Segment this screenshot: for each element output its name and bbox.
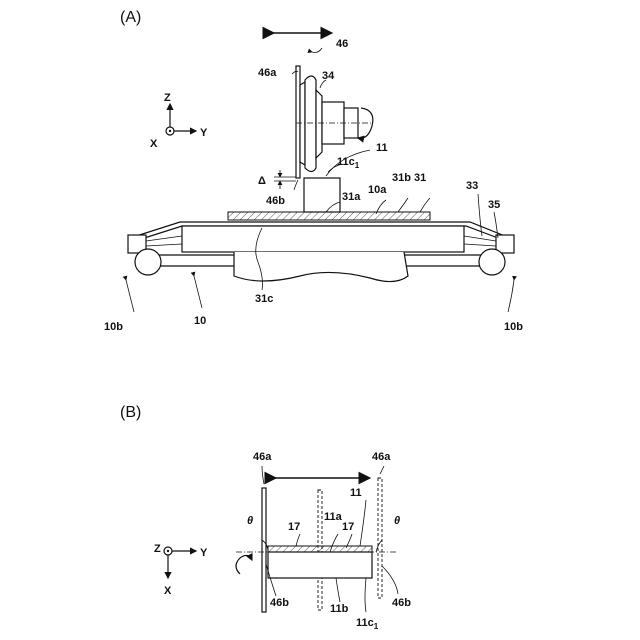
label-b-11: 11	[350, 487, 362, 499]
axis-y-a: Y	[200, 127, 208, 139]
axis-x-b: X	[164, 585, 172, 597]
label-35: 35	[488, 199, 500, 211]
axis-x-a: X	[150, 138, 158, 150]
label-b-11b: 11b	[330, 603, 349, 615]
label-b-11c1: 11c1	[356, 617, 379, 631]
axis-z-a: Z	[164, 92, 171, 104]
axis-y-b: Y	[200, 547, 208, 559]
label-b-46b-left: 46b	[270, 597, 289, 609]
sheet-31	[228, 212, 430, 220]
label-33: 33	[466, 180, 478, 192]
blade-b-right	[378, 478, 382, 598]
panel-a-label: (A)	[120, 9, 141, 26]
axes-b	[164, 547, 196, 578]
label-b-46a-left: 46a	[253, 451, 272, 463]
label-31: 31	[414, 172, 426, 184]
label-b-theta-left: θ	[247, 515, 253, 527]
label-31c: 31c	[255, 293, 273, 305]
delta-gap	[274, 170, 296, 189]
label-10a: 10a	[368, 184, 387, 196]
blade-b-left	[262, 488, 266, 612]
chuck-table-10	[128, 222, 514, 290]
label-31a: 31a	[342, 191, 361, 203]
label-34: 34	[322, 70, 335, 82]
label-46b: 46b	[266, 195, 285, 207]
label-b-46b-right: 46b	[392, 597, 411, 609]
label-46a: 46a	[258, 67, 277, 79]
label-10b-left: 10b	[104, 321, 123, 333]
label-b-17-right: 17	[342, 521, 354, 533]
label-31b: 31b	[392, 172, 411, 184]
label-b-theta-right: θ	[394, 515, 400, 527]
axis-z-b: Z	[154, 543, 161, 555]
label-delta: Δ	[258, 175, 266, 187]
panel-b-label: (B)	[120, 404, 141, 421]
workpiece-11	[304, 178, 340, 212]
blade-46	[296, 66, 373, 178]
label-10: 10	[194, 315, 206, 327]
rotation-icon-b	[236, 555, 252, 574]
label-b-11a: 11a	[324, 511, 343, 523]
theta-arc-right	[376, 540, 382, 552]
axes-a	[166, 104, 196, 135]
label-b-46a-right: 46a	[372, 451, 391, 463]
workpiece-b	[236, 546, 396, 578]
label-b-17-left: 17	[288, 521, 300, 533]
label-11: 11	[376, 142, 388, 154]
label-46: 46	[336, 38, 348, 50]
label-10b-right: 10b	[504, 321, 523, 333]
label-11c1: 11c1	[337, 156, 360, 170]
